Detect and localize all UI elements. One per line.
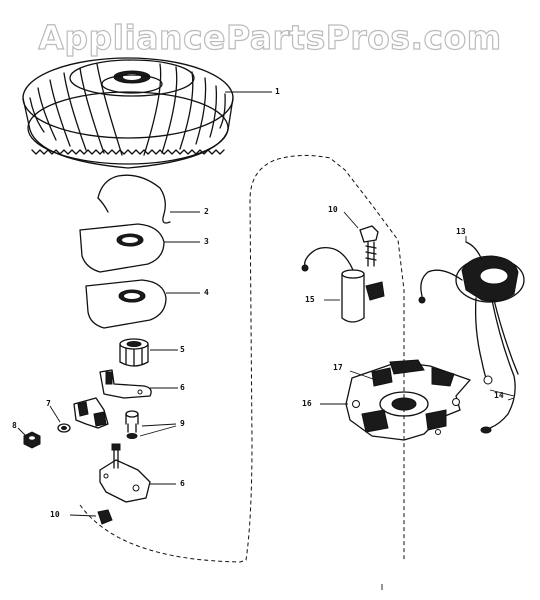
callout-4: 4: [204, 288, 209, 297]
lubricating-felt: [69, 509, 113, 525]
points-bracket: [73, 397, 109, 429]
watermark: AppliancePartsPros.com: [38, 17, 502, 57]
callout-2: 2: [204, 207, 209, 216]
flywheel: [22, 57, 272, 169]
callout-10-lower: 10: [50, 510, 60, 519]
callout-7: 7: [46, 399, 51, 408]
callout-13: 13: [456, 227, 466, 236]
ignition-coil: [418, 236, 525, 434]
callout-1: 1: [275, 87, 280, 96]
nut: [17, 427, 41, 449]
callout-10-upper: 10: [328, 205, 338, 214]
callout-17: 17: [333, 363, 343, 372]
callout-15: 15: [305, 295, 315, 304]
callout-3: 3: [204, 237, 209, 246]
callout-5: 5: [180, 345, 185, 354]
breaker-cover-plate: [79, 223, 200, 273]
stator-plate: [320, 359, 471, 441]
callout-6-upper: 6: [180, 383, 185, 392]
bushing: [119, 338, 178, 367]
washer: [49, 405, 71, 433]
screw: [125, 410, 177, 439]
points-base: [99, 443, 176, 503]
assembly-dashed-line: [79, 154, 405, 563]
callout-16: 16: [302, 399, 312, 408]
callout-9: 9: [180, 419, 185, 428]
mounting-screw: [343, 211, 379, 267]
gasket: [85, 279, 200, 329]
callout-14: 14: [494, 391, 504, 400]
breaker-arm: [99, 369, 178, 399]
callout-6-lower: 6: [180, 479, 185, 488]
spring-clip: [97, 174, 200, 224]
callout-8: 8: [12, 421, 17, 430]
condenser: [301, 246, 385, 323]
